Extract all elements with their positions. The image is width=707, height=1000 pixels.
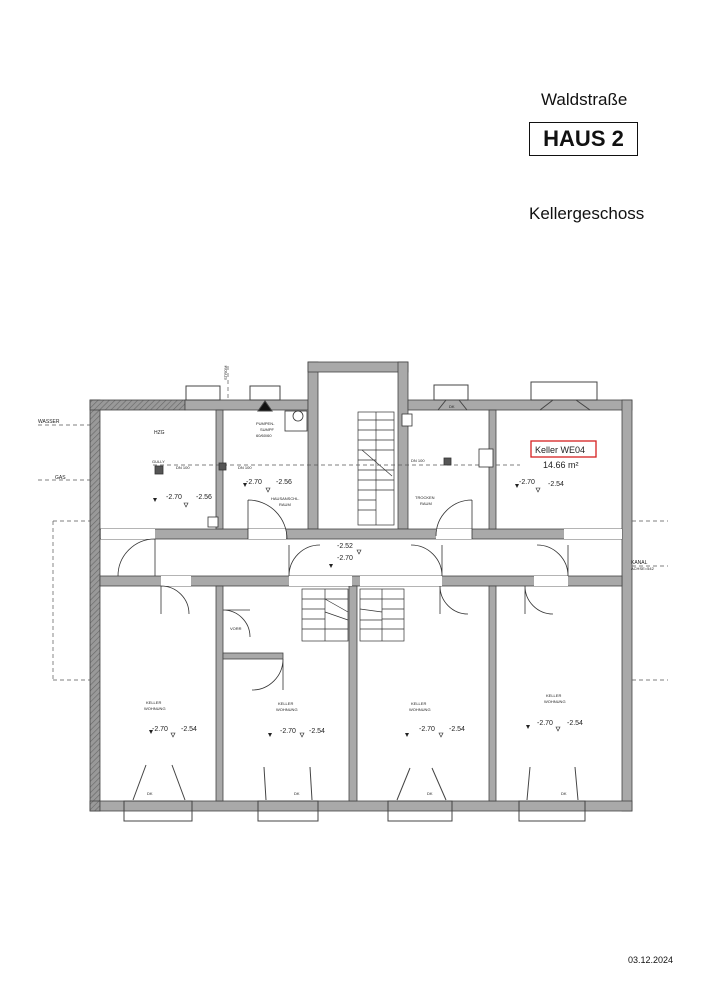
street-name: Waldstraße (541, 90, 628, 109)
floor-name: Kellergeschoss (529, 204, 645, 223)
room-we04-level-a: -2.70 (519, 479, 535, 486)
room-keller-3-level-a: -2.70 (419, 726, 435, 733)
label-wasser: WASSER (38, 419, 60, 425)
room-keller-3-level-b: -2.54 (449, 726, 465, 733)
room-keller-4-level-a: -2.70 (537, 720, 553, 727)
room-hzg-name: HZG (154, 430, 165, 436)
room-keller-4-level-b: -2.54 (567, 720, 583, 727)
room-hzg-level-b: -2.56 (196, 494, 212, 501)
room-hausanschl-name-2: RAUM (279, 502, 291, 507)
room-flur-level-a: -2.52 (337, 543, 353, 550)
walls (89, 361, 633, 812)
room-hzg-gully: GULLY (152, 459, 165, 464)
room-keller-2-level-b: -2.54 (309, 728, 325, 735)
room-hausanschl-name-1: HAUSANSCHL. (271, 496, 299, 501)
room-trocken-name-2: RAUM (420, 501, 432, 506)
hatched-west-wall (89, 399, 101, 812)
room-trocken-name-1: TROCKEN (415, 495, 435, 500)
room-trocken-dn: DN 100 (411, 458, 425, 463)
label-gas: GAS (55, 475, 66, 481)
room-keller-2-level-a: -2.70 (280, 728, 296, 735)
room-hausanschl-level-a: -2.70 (246, 479, 262, 486)
room-keller-1-name-2: WOHNUNG (144, 706, 166, 711)
highlight-area: 14.66 m² (543, 460, 579, 470)
room-keller-2-name-1: KELLER (278, 701, 293, 706)
room-keller-2-name-2: WOHNUNG (276, 707, 298, 712)
label-dk-4: DK (427, 791, 433, 796)
room-we04-level-b: -2.54 (548, 481, 564, 488)
room-keller-3-name-1: KELLER (411, 701, 426, 706)
room-pump-2: SUMPF (260, 427, 275, 432)
label-dk-3: DK (294, 791, 300, 796)
label-dk-2: DK (147, 791, 153, 796)
room-hausanschl-dn: DN 100 (238, 465, 252, 470)
level-markers (149, 483, 530, 737)
plan-date: 03.12.2024 (628, 955, 674, 965)
room-flur-level-b: -2.70 (337, 555, 353, 562)
label-dk-5: DK (561, 791, 567, 796)
room-vorr-name: VORR (230, 626, 242, 631)
highlight-box (530, 440, 597, 458)
house-title: HAUS 2 (529, 122, 638, 156)
room-keller-4-name-2: WOHNUNG (544, 699, 566, 704)
label-strom: STROM (223, 366, 228, 380)
room-keller-1-level-b: -2.54 (181, 726, 197, 733)
room-keller-3-name-2: WOHNUNG (409, 707, 431, 712)
label-kanal-sub: ACHSE=542 (631, 566, 655, 571)
room-pump-1: PUMPEN- (256, 421, 275, 426)
label-kanal: KANAL (631, 560, 648, 566)
room-keller-1-level-a: -2.70 (152, 726, 168, 733)
highlight-label: Keller WE04 (535, 445, 585, 455)
room-pump-3: 60/60/60 (256, 433, 272, 438)
label-dk-1: DK (449, 404, 455, 409)
room-hzg-dn: DN 100 (176, 465, 190, 470)
room-hzg-level-a: -2.70 (166, 494, 182, 501)
room-keller-4-name-1: KELLER (546, 693, 561, 698)
room-hausanschl-level-b: -2.56 (276, 479, 292, 486)
room-keller-1-name-1: KELLER (146, 700, 161, 705)
